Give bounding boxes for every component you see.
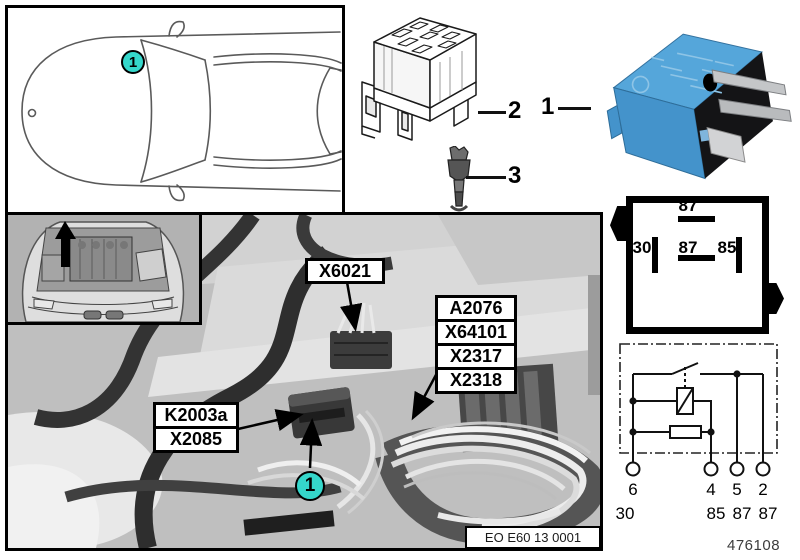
pin-diagram-left-tab xyxy=(610,206,626,241)
car-windshield-rear-edge xyxy=(204,59,212,161)
pin-contact-callout-label[interactable]: 3 xyxy=(508,162,522,189)
pin-contact-drawing xyxy=(447,146,471,212)
car-hood-badge xyxy=(27,108,37,118)
pin-diagram-right-tab xyxy=(767,283,784,314)
pin-contact-head xyxy=(449,146,469,161)
label-x2317[interactable]: X2317 xyxy=(435,343,517,370)
car-overview-panel: 1 xyxy=(5,5,345,215)
relay-contact-plate xyxy=(706,126,746,163)
schematic-housing-outline xyxy=(619,343,778,454)
relay-label-stack: K2003a X2085 xyxy=(153,402,239,453)
engine-bay-drawing xyxy=(8,215,199,323)
photo-caption: EO E60 13 0001 xyxy=(465,526,600,548)
relay-schematic: 6 4 5 2 30 85 87 87 xyxy=(608,336,793,560)
component-label-stack: A2076 X64101 X2317 X2318 xyxy=(435,295,517,394)
inset-location-arrow xyxy=(55,221,76,267)
resistor-symbol xyxy=(669,425,702,439)
pin-30-label: 30 xyxy=(632,238,652,257)
pin-contact-leader-line xyxy=(466,176,506,179)
car-hood-line xyxy=(140,39,153,183)
car-side-window-bottom-2 xyxy=(213,150,342,161)
socket-top-face xyxy=(373,17,477,61)
label-x64101[interactable]: X64101 xyxy=(435,319,517,346)
photo-location-callout[interactable]: 1 xyxy=(295,471,325,501)
car-location-callout-number: 1 xyxy=(128,53,138,71)
relay-photo xyxy=(606,33,792,180)
location-photo: X6021 A2076 X64101 X2317 X2318 K2003a X2… xyxy=(5,212,603,551)
photo-wire-bundle xyxy=(336,409,600,545)
pin-85-bar xyxy=(736,237,742,273)
pin-contact-tip xyxy=(454,191,464,207)
car-side-window-top-1 xyxy=(213,53,342,64)
pin-85-label: 85 xyxy=(717,238,737,257)
car-body-outline xyxy=(21,31,341,192)
terminal-name-85: 85 xyxy=(706,504,726,523)
label-k2003a[interactable]: K2003a xyxy=(153,402,239,429)
terminal-pin-4: 4 xyxy=(706,480,716,499)
car-rear-pillar-lines xyxy=(329,67,342,155)
terminal-pin-5: 5 xyxy=(732,480,742,499)
engine-bay-inset xyxy=(8,215,202,325)
relay-socket-drawing xyxy=(361,17,477,141)
relay-schematic-drawing xyxy=(619,343,778,477)
photo-callout-arrow xyxy=(299,418,323,469)
car-side-window-top-2 xyxy=(213,61,342,72)
pin-30-bar xyxy=(652,237,658,273)
x6021-arrow xyxy=(339,281,363,332)
relay-blade-lower xyxy=(718,98,792,122)
junction-dots xyxy=(629,370,741,436)
document-number: 476108 xyxy=(727,537,781,554)
car-windshield-top-edge xyxy=(140,39,206,61)
pin-87-center-label: 87 xyxy=(678,238,698,257)
relay-leader-line xyxy=(558,107,591,110)
car-mirror-top xyxy=(168,20,185,38)
relay-callout-label[interactable]: 1 xyxy=(541,93,555,120)
car-location-callout[interactable]: 1 xyxy=(121,50,145,74)
photo-harness-1 xyxy=(33,215,260,428)
photo-location-callout-number: 1 xyxy=(304,475,316,496)
pin-87-center-bar xyxy=(678,255,715,261)
socket-callout-label[interactable]: 2 xyxy=(508,97,522,124)
car-mirror-bottom xyxy=(168,184,185,202)
car-top-view-drawing xyxy=(21,20,342,202)
car-windshield-bottom-edge xyxy=(140,159,206,183)
terminal-pin-6: 6 xyxy=(628,480,638,499)
k2003a-arrow xyxy=(237,409,304,431)
pin-87-top-label: 87 xyxy=(678,196,698,215)
label-x2085[interactable]: X2085 xyxy=(153,426,239,453)
terminal-circles xyxy=(625,461,771,477)
socket-leader-line xyxy=(478,111,506,114)
car-side-window-bottom-1 xyxy=(213,158,342,169)
label-a2076[interactable]: A2076 xyxy=(435,295,517,322)
photo-pointer-arrows xyxy=(237,281,439,469)
relay-blade-upper xyxy=(711,69,787,96)
x6021-label[interactable]: X6021 xyxy=(305,258,385,284)
car-rear-window xyxy=(316,67,331,155)
terminal-name-87a: 87 xyxy=(732,504,752,523)
terminal-name-87b: 87 xyxy=(758,504,778,523)
pin-87-top-bar xyxy=(678,216,715,222)
component-stack-arrow xyxy=(411,372,439,421)
coil-wires xyxy=(633,400,712,432)
terminal-name-30: 30 xyxy=(615,504,635,523)
label-x2318[interactable]: X2318 xyxy=(435,367,517,394)
relay-recess-detail xyxy=(699,129,710,142)
relay-left-face xyxy=(613,86,706,180)
terminal-pin-2: 2 xyxy=(758,480,768,499)
